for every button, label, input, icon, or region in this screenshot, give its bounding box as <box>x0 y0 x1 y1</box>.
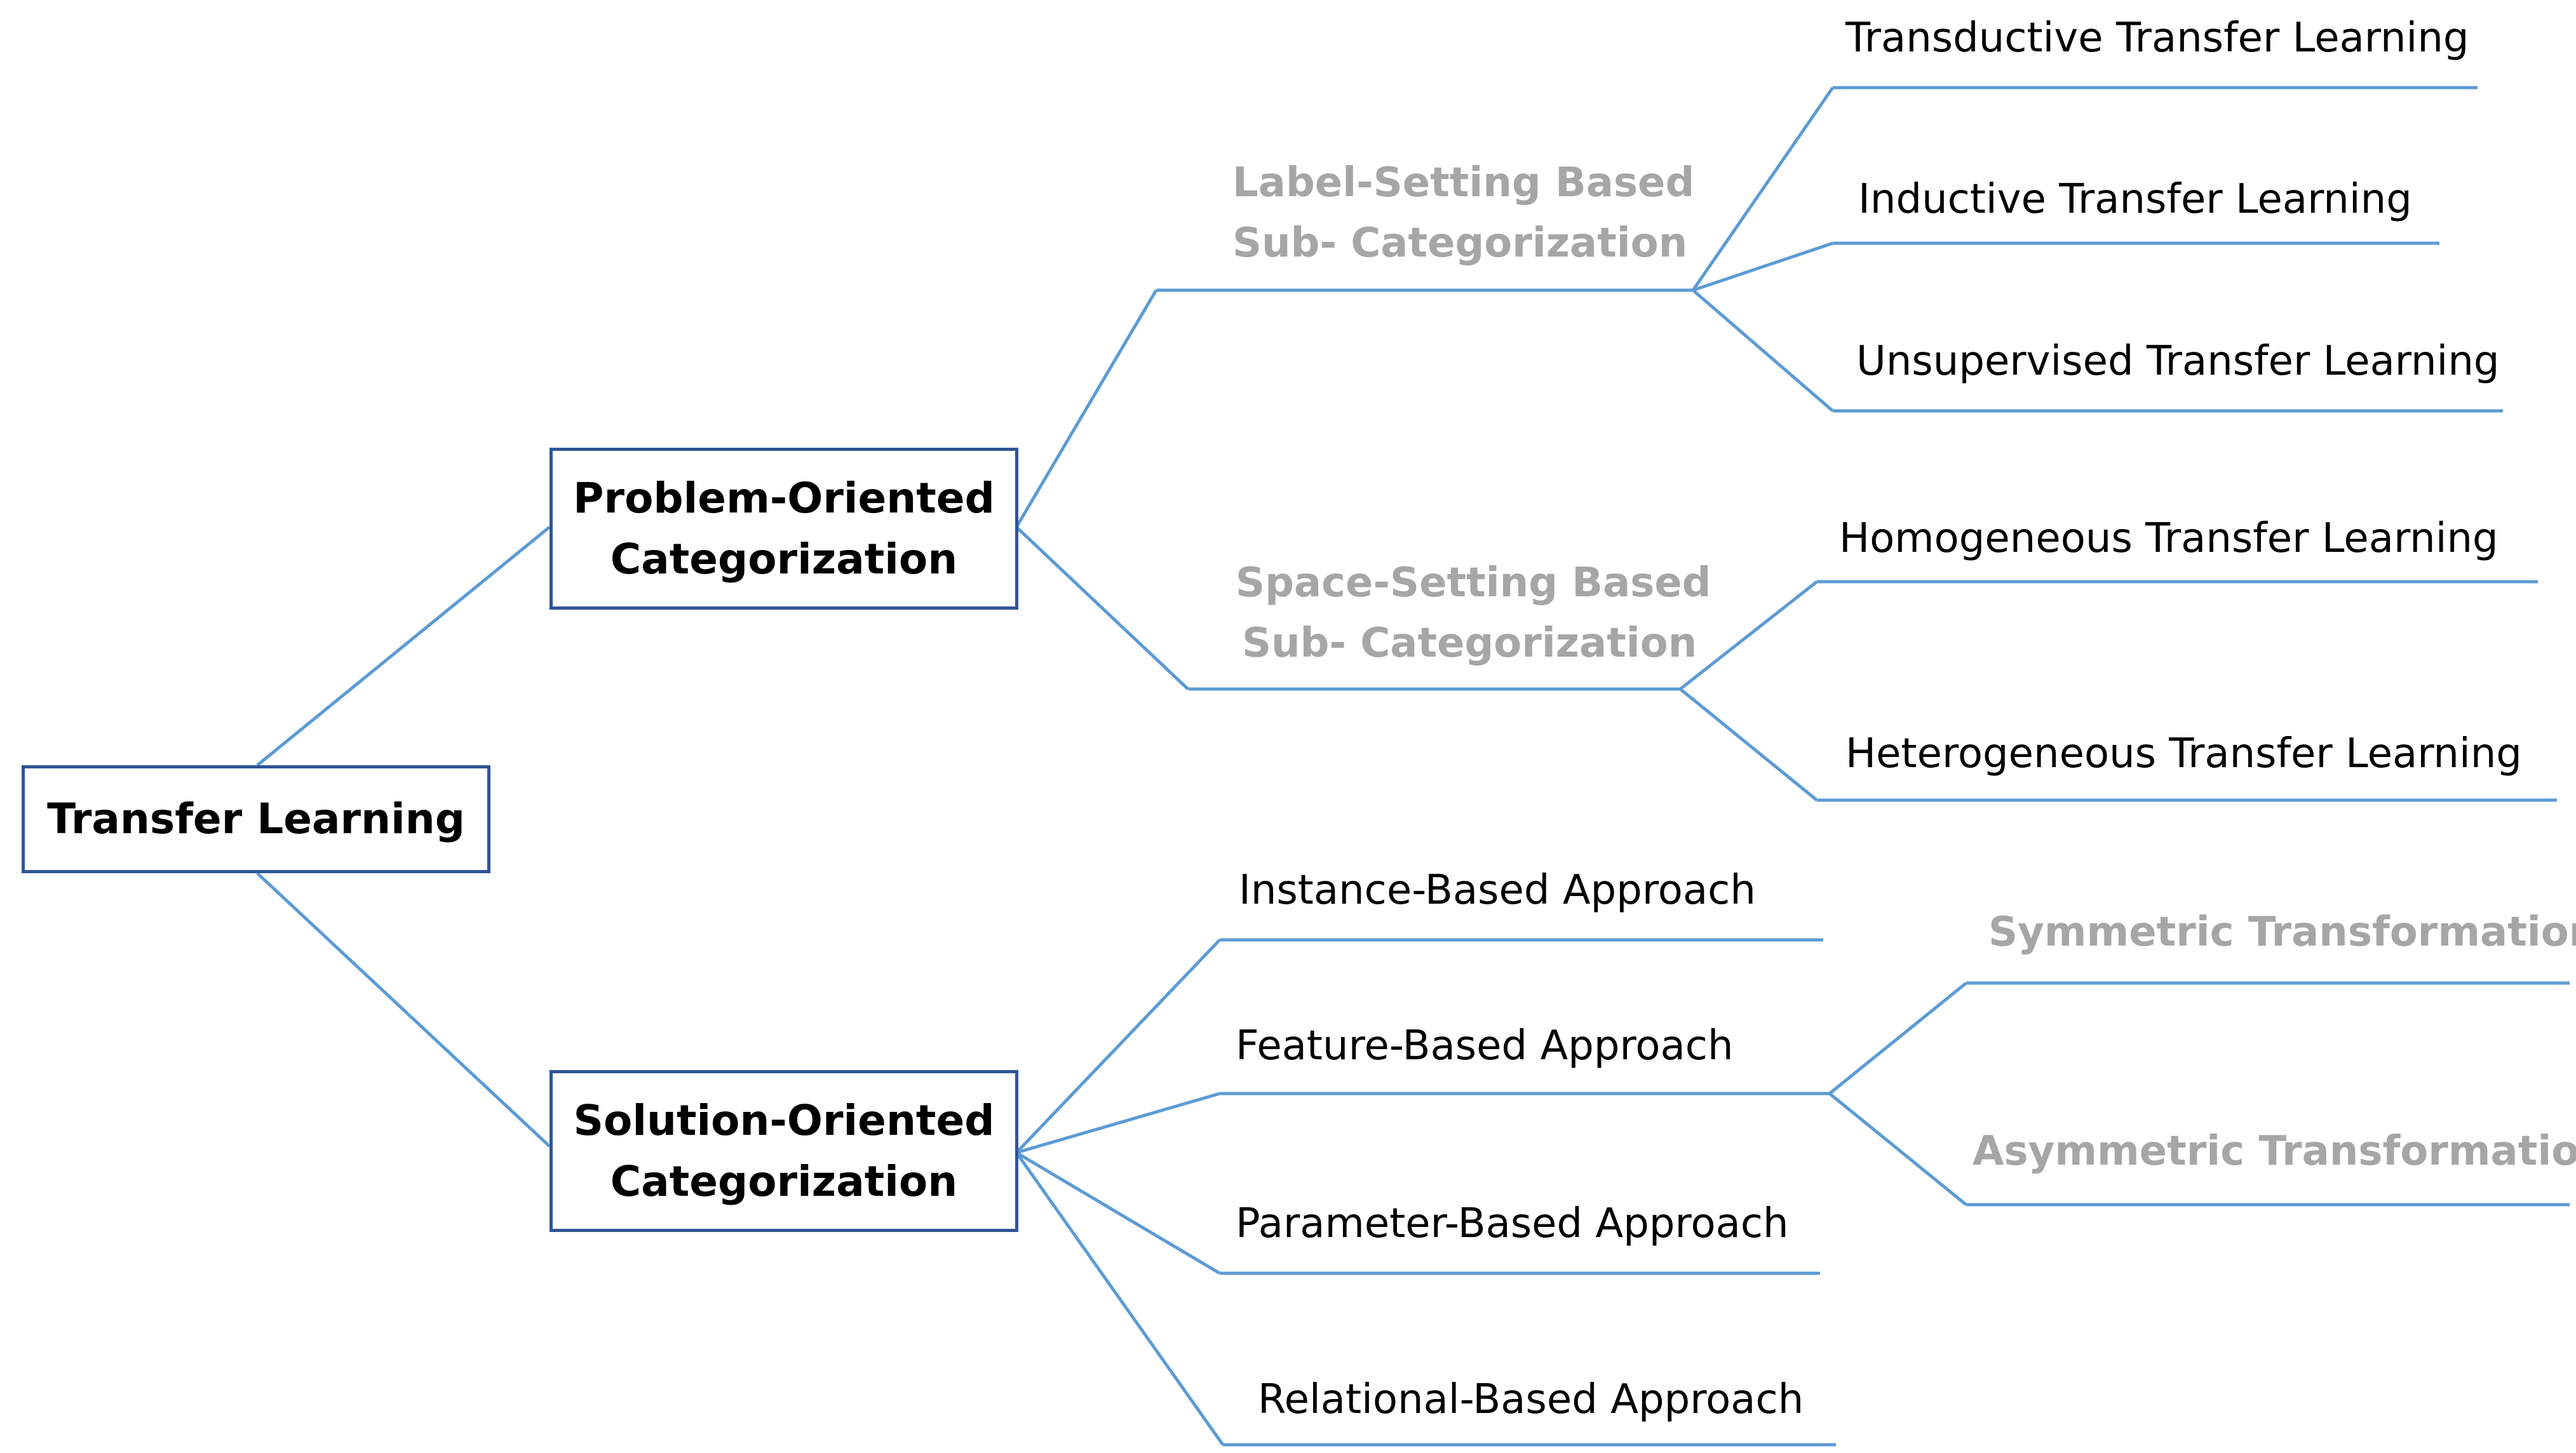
approach-feature: Feature-Based Approach <box>1236 1022 1734 1069</box>
connector-relational <box>1015 1151 1225 1446</box>
solution-oriented-node: Solution-Oriented Categorization <box>550 1070 1018 1232</box>
solution-label-line1: Solution-Oriented <box>573 1095 995 1145</box>
connector-feature <box>1016 1092 1220 1155</box>
connector-asymmetric <box>1828 1092 1967 1206</box>
feature-symmetric: Symmetric Transformation <box>1988 909 2576 956</box>
connector-homogeneous <box>1679 580 1818 690</box>
connector-parameter <box>1015 1151 1221 1275</box>
leaf-homogeneous: Homogeneous Transfer Learning <box>1839 515 2498 562</box>
connector-problem-space <box>1015 526 1189 690</box>
root-node: Transfer Learning <box>22 765 490 873</box>
space-setting-line2: Sub- Categorization <box>1242 620 1697 667</box>
connector-transductive <box>1691 86 1835 291</box>
leaf-transductive: Transductive Transfer Learning <box>1845 15 2469 62</box>
leaf-unsupervised: Unsupervised Transfer Learning <box>1856 338 2500 385</box>
leaf-heterogeneous: Heterogeneous Transfer Learning <box>1845 730 2522 777</box>
feature-asymmetric: Asymmetric Transformation <box>1972 1128 2576 1175</box>
problem-oriented-node: Problem-Oriented Categorization <box>550 448 1018 610</box>
connector-instance <box>1015 939 1221 1154</box>
approach-parameter: Parameter-Based Approach <box>1236 1200 1789 1247</box>
connector-root-solution <box>256 872 551 1148</box>
label-setting-line1: Label-Setting Based <box>1232 159 1695 206</box>
connector-unsupervised <box>1692 289 1834 412</box>
connector-root-problem <box>256 526 551 767</box>
root-label: Transfer Learning <box>47 794 465 843</box>
solution-label-line2: Categorization <box>610 1156 958 1206</box>
problem-label-line1: Problem-Oriented <box>573 473 995 523</box>
connector-heterogeneous <box>1679 688 1818 801</box>
leaf-inductive: Inductive Transfer Learning <box>1858 176 2412 223</box>
label-setting-line2: Sub- Categorization <box>1232 220 1688 267</box>
problem-label-line2: Categorization <box>610 534 958 584</box>
space-setting-line1: Space-Setting Based <box>1236 559 1711 606</box>
approach-instance: Instance-Based Approach <box>1239 867 1756 914</box>
connector-problem-label <box>1015 289 1158 528</box>
connector-inductive <box>1692 241 1833 292</box>
connector-symmetric <box>1828 982 1967 1095</box>
approach-relational: Relational-Based Approach <box>1258 1376 1804 1423</box>
